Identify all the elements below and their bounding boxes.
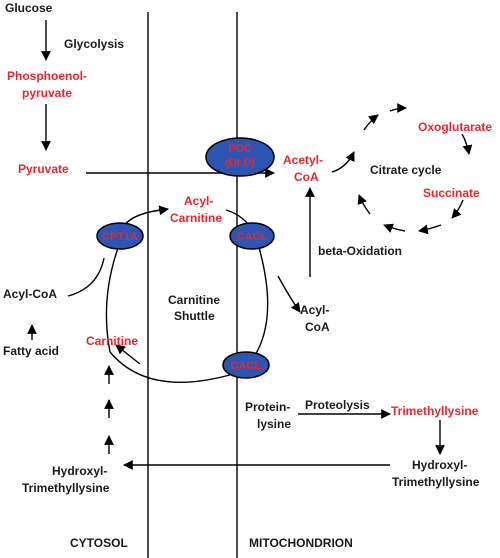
carnitine-return-arrow (115, 344, 141, 365)
hydroxyl-tml-left-line1: Hydroxyl- (52, 464, 107, 478)
cacl-top-enzyme-oval (229, 222, 275, 250)
citrate-cycle-label: Citrate cycle (370, 163, 442, 177)
pdc-enzyme-oval (205, 137, 275, 177)
proteolysis-label: Proteolysis (305, 398, 370, 412)
cacl-to-acylcoa-arrow (277, 275, 301, 313)
oxoglutarate-label: Oxoglutarate (418, 120, 492, 134)
shuttle-arrow-to-acylcarnitine (154, 205, 169, 216)
acetylcoa-label-line1: Acetyl- (283, 153, 323, 167)
citrate-cycle-arrows (357, 103, 473, 235)
carnitine-shuttle-label-line2: Shuttle (174, 309, 215, 323)
acylcoa-mito-label-line1: Acyl- (300, 303, 329, 317)
acylcoa-to-cpt1a-curve (67, 257, 105, 297)
protein-lysine-label-line1: Protein- (245, 400, 290, 414)
acetylcoa-to-cycle-arrow (331, 151, 355, 173)
mitochondrion-label: MITOCHONDRION (249, 536, 353, 550)
cpt1a-enzyme-oval (96, 222, 144, 250)
cpt1a-label: CPT1A (102, 231, 138, 243)
carnitine-shuttle-label-line1: Carnitine (168, 293, 220, 307)
fatty-acid-label: Fatty acid (3, 344, 59, 358)
cacl-top-label: CACL (237, 231, 268, 243)
hydroxyl-tml-right-line2: Trimethyllysine (392, 475, 480, 489)
acetylcoa-label-line2: CoA (294, 170, 319, 184)
glycolysis-label: Glycolysis (64, 37, 124, 51)
shuttle-arc-right (251, 243, 269, 361)
hydroxyl-tml-right-line1: Hydroxyl- (412, 458, 467, 472)
acylcarnitine-label-line1: Acyl- (184, 194, 213, 208)
acylcoa-cytosol-label: Acyl-CoA (3, 287, 57, 301)
acylcoa-mito-label-line2: CoA (305, 320, 330, 334)
pdc-label-line2: (DLD) (225, 157, 255, 169)
hydroxyl-tml-left-line2: Trimethyllysine (22, 481, 110, 495)
pep-label-line2: pyruvate (22, 86, 72, 100)
shuttle-arc-left (105, 247, 119, 353)
cytosol-label: CYTOSOL (70, 536, 128, 550)
acylcarnitine-label-line2: Carnitine (170, 211, 222, 225)
succinate-label: Succinate (423, 186, 480, 200)
carnitine-label: Carnitine (86, 334, 138, 348)
trimethyllysine-label: Trimethyllysine (391, 404, 479, 418)
cacl-bottom-label: CACL (231, 360, 262, 372)
beta-oxidation-label: beta-Oxidation (318, 244, 402, 258)
pdc-label-line1: PDC (228, 143, 251, 155)
cacl-bottom-enzyme-oval (222, 351, 270, 379)
glucose-label: Glucose (5, 1, 53, 15)
pep-label-line1: Phosphoenol- (7, 69, 87, 83)
shuttle-arc-bottom (109, 351, 241, 383)
protein-lysine-label-line2: lysine (257, 417, 291, 431)
pyruvate-label: Pyruvate (18, 162, 69, 176)
